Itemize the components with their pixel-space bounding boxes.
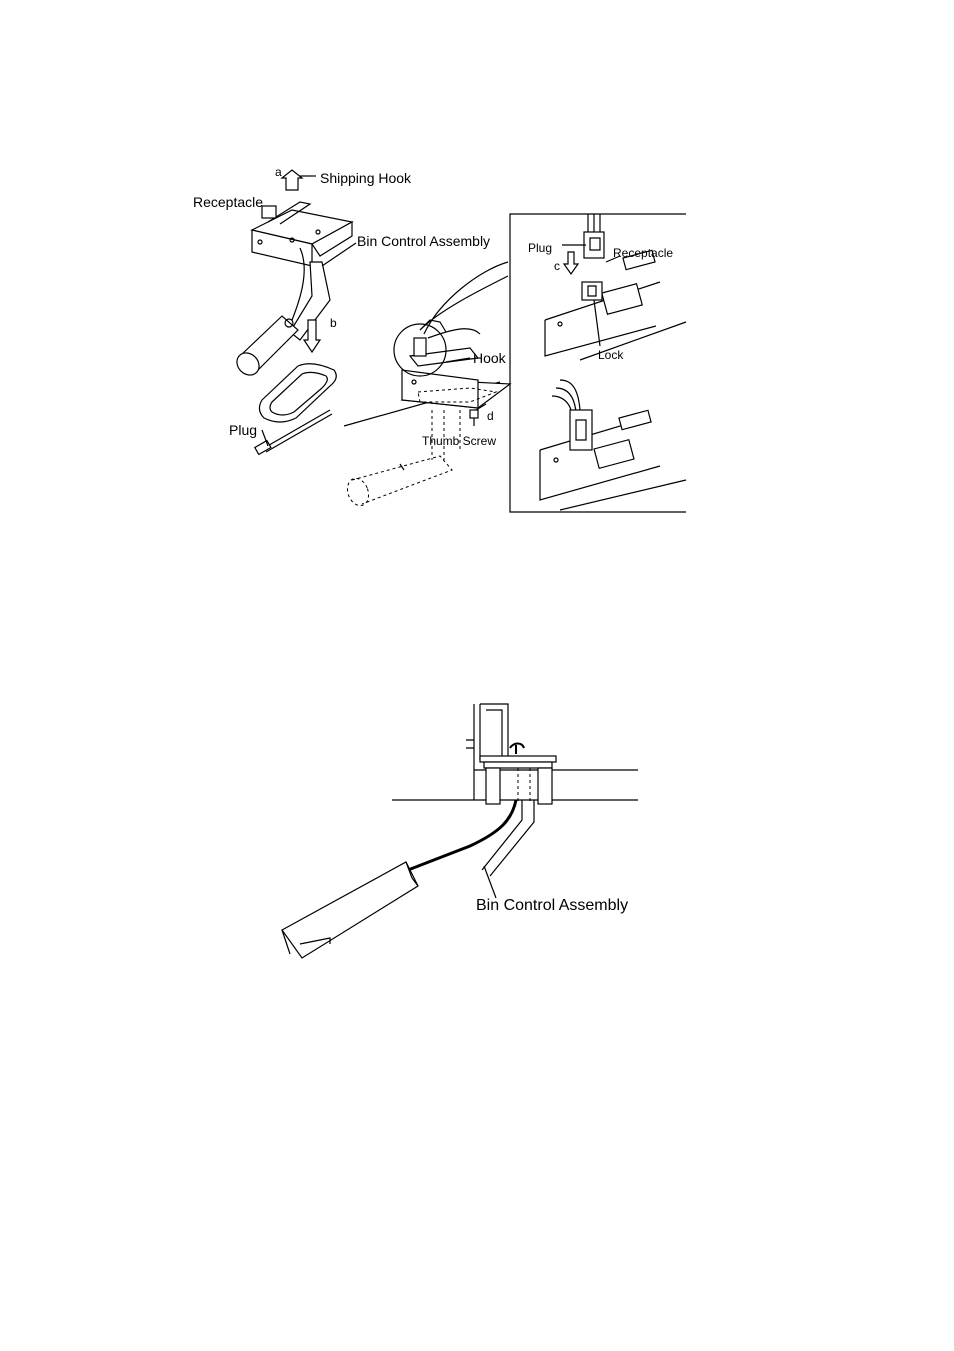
label-hook: Hook bbox=[473, 350, 507, 366]
label-a: a bbox=[275, 165, 282, 179]
grommet-ring bbox=[258, 363, 337, 423]
plug-left-part bbox=[253, 409, 333, 456]
label-bin-control-assembly-1: Bin Control Assembly bbox=[357, 233, 490, 249]
arrow-b bbox=[302, 319, 322, 354]
bracket-exploded bbox=[236, 201, 354, 376]
figure-1-installation: a Shipping Hook Receptacle Bin Control A… bbox=[193, 165, 687, 513]
label-c: c bbox=[554, 259, 560, 273]
label-b: b bbox=[330, 316, 337, 330]
label-receptacle-left: Receptacle bbox=[193, 194, 263, 210]
connector-inset bbox=[509, 213, 687, 513]
arrow-a bbox=[280, 169, 316, 191]
label-plug-left: Plug bbox=[229, 422, 257, 438]
receptacle-part bbox=[261, 205, 277, 219]
label-d: d bbox=[487, 409, 494, 423]
label-inset-plug: Plug bbox=[528, 241, 552, 255]
label-thumb-screw: Thumb Screw bbox=[422, 434, 496, 448]
bracket-installed bbox=[343, 261, 512, 507]
label-bin-control-assembly-2: Bin Control Assembly bbox=[476, 897, 628, 914]
label-inset-receptacle: Receptacle bbox=[613, 246, 673, 260]
figure-2-cross-section: Bin Control Assembly bbox=[281, 703, 638, 959]
label-shipping-hook: Shipping Hook bbox=[320, 170, 412, 186]
label-lock: Lock bbox=[598, 348, 624, 362]
